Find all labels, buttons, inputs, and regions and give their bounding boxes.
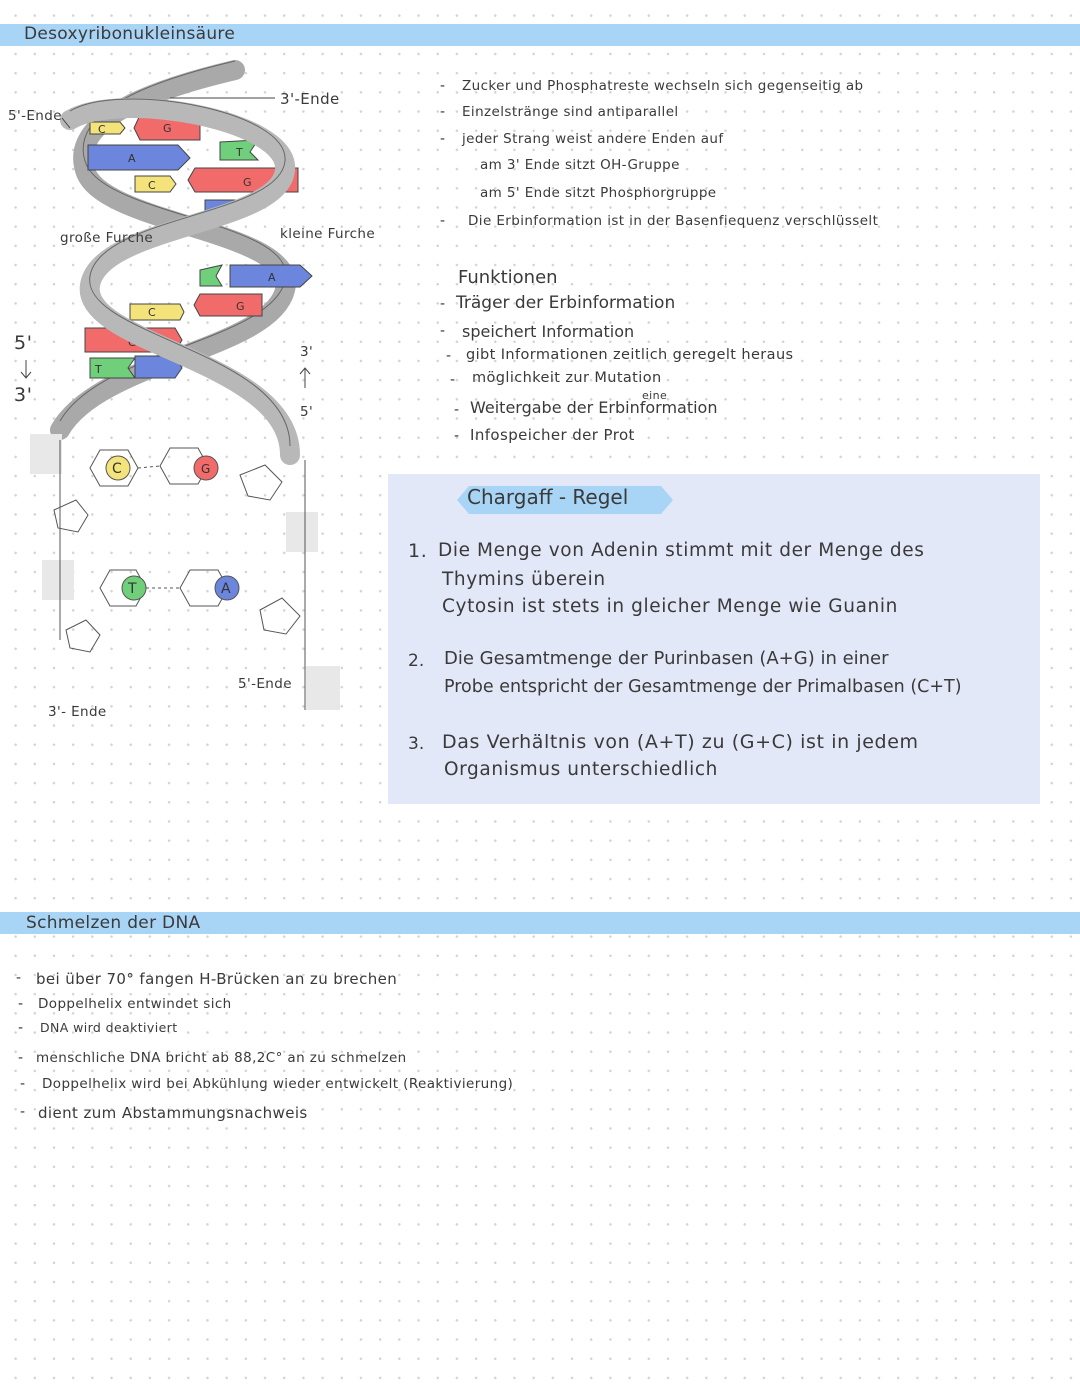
base-a3 [229,264,313,288]
left-arrow-bottom: 3' [14,384,33,406]
base-label: T [235,146,243,159]
base-circle-t [121,575,147,601]
rule-1-line-2: Thymins überein [442,569,606,590]
function-correction: eine [642,389,668,402]
right-arrow-top: 3' [300,344,314,360]
melting-item: Doppelhelix wird bei Abkühlung wieder en… [42,1076,514,1092]
property-item: Zucker und Phosphatreste wechseln sich g… [462,78,864,94]
base-circle-a [214,575,240,601]
left-arrow-top: 5' [14,332,33,354]
function-item: Träger der Erbinformation [456,293,676,313]
functions-title: Funktionen [458,267,558,288]
rule-1-line-3: Cytosin ist stets in gleicher Menge wie … [442,596,898,617]
base-label: T [94,363,102,376]
base-t2 [199,264,223,287]
right-arrow-bottom: 5' [300,404,314,420]
function-item: Infospeicher der Prot [470,426,635,444]
melting-item: bei über 70° fangen H-Brücken an zu brec… [36,970,398,988]
rule-3-line-1: Das Verhältnis von (A+T) zu (G+C) ist in… [442,731,919,753]
base-label: T [127,581,137,597]
dna-helix-diagram: C G A T C G A A C G G T [20,60,313,465]
melting-item: DNA wird deaktiviert [40,1020,178,1035]
base-label: C [148,179,156,192]
property-item: jeder Strang weist andere Enden auf [462,131,724,147]
chargaff-title-highlight [457,486,673,514]
property-item: Einzelstränge sind antiparallel [462,104,679,120]
base-label: C [148,306,156,319]
melting-item: Doppelhelix entwindet sich [38,996,232,1012]
melting-band [0,912,1080,934]
label-big-groove: große Furche [60,230,154,246]
base-label: A [221,581,231,597]
base-label: C [98,123,106,136]
title-band [0,24,1080,46]
label-5-end-bottom: 5'-Ende [238,676,292,692]
melting-item: dient zum Abstammungsnachweis [38,1104,308,1122]
function-item: möglichkeit zur Mutation [472,370,662,386]
label-3-end-bottom: 3'- Ende [48,704,107,720]
base-label: C [112,461,122,477]
rule-number: 3. [408,734,425,754]
base-c [89,121,126,135]
base-c2 [134,175,177,193]
base-label: G [243,176,252,189]
label-3-end-top: 3'-Ende [280,90,340,108]
base-a [87,144,191,171]
base-label: A [128,152,136,165]
base-label: G [163,122,172,135]
phosphate-box [42,560,74,600]
rule-2-line-1: Die Gesamtmenge der Purinbasen (A+G) in … [444,648,889,669]
base-t3 [89,357,136,379]
phosphate-box [286,512,318,552]
base-circle-g [193,455,219,481]
base-label: G [201,462,210,476]
property-subitem: am 5' Ende sitzt Phosphorgruppe [480,185,717,201]
function-item: gibt Informationen zeitlich geregelt her… [466,347,794,363]
chargaff-title: Chargaff - Regel [467,485,629,509]
base-label: A [268,271,276,284]
page-title: Desoxyribonukleinsäure [24,24,236,44]
nucleotide-structure-diagram: C G T A [30,434,340,710]
property-item: Die Erbinformation ist in der Basenfiequ… [468,213,879,229]
rule-1-line-1: Die Menge von Adenin stimmt mit der Meng… [438,540,925,561]
base-circle-c [105,455,131,481]
function-item: speichert Information [462,322,635,341]
base-g3 [193,293,263,317]
base-label: G [236,300,245,313]
rule-2-line-2: Probe entspricht der Gesamtmenge der Pri… [444,677,962,697]
chargaff-rule-box [388,474,1040,804]
phosphate-box [306,666,340,710]
base-pairs [84,114,313,379]
rule-number: 2. [408,651,425,671]
label-5-end-top: 5'-Ende [8,108,62,124]
label-small-groove: kleine Furche [280,226,376,242]
function-item: Weitergabe der Erbinformation [470,398,718,417]
base-c3 [129,303,185,321]
phosphate-box [30,434,62,474]
rule-number: 1. [408,540,428,562]
helix-strand-front [60,98,300,465]
melting-title: Schmelzen der DNA [26,913,201,933]
melting-item: menschliche DNA bricht ab 88,2C° an zu s… [36,1050,407,1066]
property-subitem: am 3' Ende sitzt OH-Gruppe [480,157,680,173]
rule-3-line-2: Organismus unterschiedlich [444,759,718,780]
